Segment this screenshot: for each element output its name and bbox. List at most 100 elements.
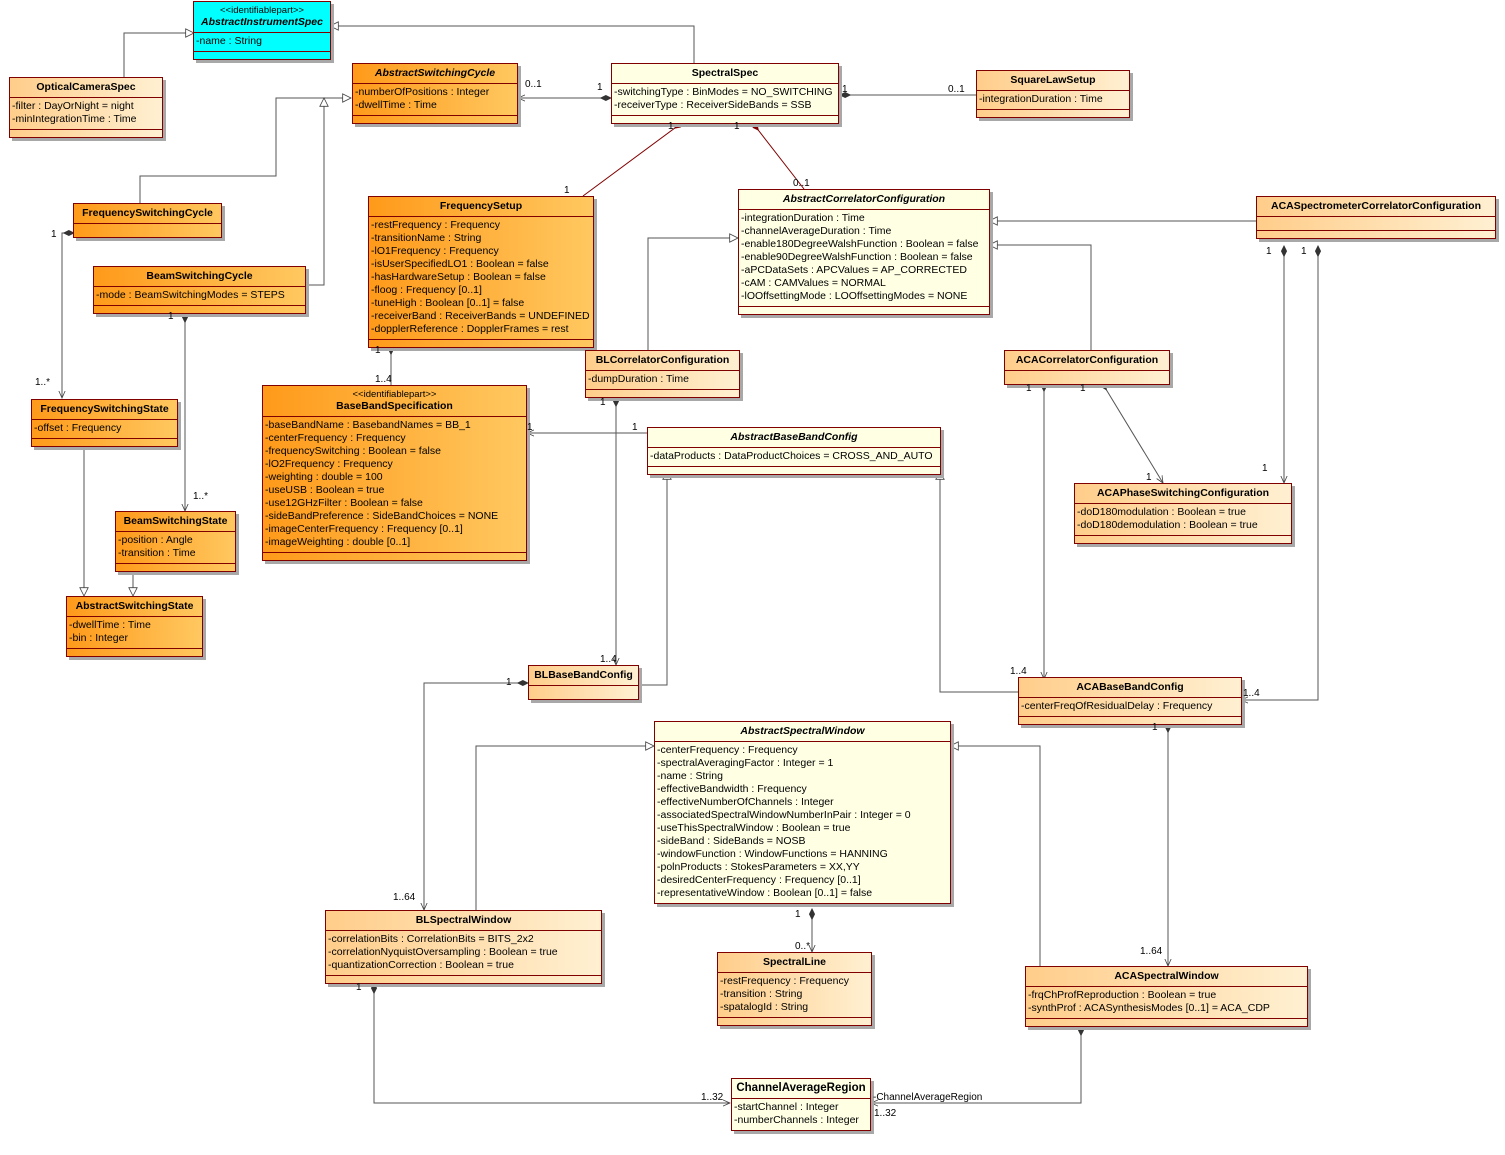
class-abstract-correlator-configuration[interactable]: AbstractCorrelatorConfiguration -integra…: [738, 189, 990, 315]
attribute: -centerFreqOfResidualDelay : Frequency: [1021, 700, 1213, 712]
attribute: -floog : Frequency [0..1]: [371, 284, 482, 296]
multiplicity-label: 1: [632, 422, 638, 433]
attribute: -restFrequency : Frequency: [371, 219, 500, 231]
multiplicity-label: 1: [1266, 246, 1272, 257]
assoc-ss-acc: [752, 122, 805, 190]
multiplicity-label: 1..4: [375, 374, 392, 385]
class-abstract-instrument-spec[interactable]: <<identifiablepart>>AbstractInstrumentSp…: [193, 1, 331, 60]
multiplicity-label: 1: [795, 909, 801, 920]
multiplicity-label: 1..4: [600, 654, 617, 665]
operations-compartment: [10, 129, 162, 137]
attribute: -imageCenterFrequency : Frequency [0..1]: [265, 523, 463, 535]
class-base-band-specification[interactable]: <<identifiablepart>>BaseBandSpecificatio…: [262, 385, 527, 561]
class-spectral-spec[interactable]: SpectralSpec -switchingType : BinModes =…: [611, 63, 839, 124]
class-aca-phase-switching-configuration[interactable]: ACAPhaseSwitchingConfiguration -doD180mo…: [1074, 483, 1292, 544]
attribute: -synthProf : ACASynthesisModes [0..1] = …: [1028, 1002, 1270, 1014]
class-name: FrequencySwitchingCycle: [82, 207, 213, 219]
operations-compartment: [32, 438, 177, 446]
attribute: -dataProducts : DataProductChoices = CRO…: [650, 450, 933, 462]
class-abstract-base-band-config[interactable]: AbstractBaseBandConfig -dataProducts : D…: [647, 427, 941, 475]
attribute: -receiverBand : ReceiverBands = UNDEFINE…: [371, 310, 590, 322]
multiplicity-label: 1..*: [35, 377, 51, 388]
operations-compartment: [977, 109, 1129, 117]
class-abstract-spectral-window[interactable]: AbstractSpectralWindow -centerFrequency …: [654, 721, 951, 904]
class-channel-average-region[interactable]: ChannelAverageRegion -startChannel : Int…: [731, 1078, 871, 1131]
class-bl-correlator-configuration[interactable]: BLCorrelatorConfiguration -dumpDuration …: [585, 350, 740, 398]
attribute: -aPCDataSets : APCValues = AP_CORRECTED: [741, 264, 967, 276]
class-name: AbstractInstrumentSpec: [201, 16, 323, 28]
assoc-ss-fs: [582, 122, 683, 197]
multiplicity-label: 0..1: [525, 79, 542, 90]
multiplicity-label: 1: [1026, 383, 1032, 394]
multiplicity-label: 1: [51, 229, 57, 240]
attribute: -offset : Frequency: [34, 422, 122, 434]
class-frequency-switching-cycle[interactable]: FrequencySwitchingCycle: [73, 203, 222, 238]
operations-compartment: [739, 306, 989, 314]
class-spectral-line[interactable]: SpectralLine -restFrequency : Frequency …: [717, 952, 872, 1026]
class-bl-base-band-config[interactable]: BLBaseBandConfig: [528, 665, 639, 700]
operations-compartment: [263, 552, 526, 560]
class-square-law-setup[interactable]: SquareLawSetup -integrationDuration : Ti…: [976, 70, 1130, 118]
class-name: AbstractSwitchingCycle: [374, 67, 496, 79]
attribute: -representativeWindow : Boolean [0..1] =…: [657, 887, 873, 899]
class-aca-correlator-configuration[interactable]: ACACorrelatorConfiguration: [1004, 350, 1170, 385]
class-name: BLSpectralWindow: [415, 914, 512, 926]
multiplicity-label: 1..32: [874, 1108, 897, 1119]
class-abstract-switching-state[interactable]: AbstractSwitchingState -dwellTime : Time…: [66, 596, 203, 657]
gen-acabbc: [940, 471, 1018, 693]
attribute: -minIntegrationTime : Time: [12, 113, 137, 125]
multiplicity-label: 1: [734, 121, 740, 132]
class-beam-switching-cycle[interactable]: BeamSwitchingCycle -mode : BeamSwitching…: [93, 266, 306, 314]
attribute: -baseBandName : BasebandNames = BB_1: [265, 419, 471, 431]
attribute: -name : String: [196, 35, 262, 47]
gen-acacc: [989, 245, 1092, 350]
multiplicity-label: 1: [668, 121, 674, 132]
attribute: -effectiveNumberOfChannels : Integer: [657, 796, 834, 808]
class-aca-base-band-config[interactable]: ACABaseBandConfig -centerFreqOfResidualD…: [1018, 677, 1242, 725]
attribute: -startChannel : Integer: [734, 1101, 839, 1113]
class-beam-switching-state[interactable]: BeamSwitchingState -position : Angle -tr…: [115, 511, 236, 572]
attribute: -numberOfPositions : Integer: [355, 86, 490, 98]
assoc-blbbc-blsw: [424, 683, 528, 910]
attribute: -dumpDuration : Time: [588, 373, 689, 385]
gen-blsw: [475, 746, 654, 910]
operations-compartment: [718, 1017, 871, 1025]
class-aca-spectrometer-correlator-configuration[interactable]: ACASpectrometerCorrelatorConfiguration: [1256, 196, 1496, 239]
multiplicity-label: 1: [597, 82, 603, 93]
attribute: -channelAverageDuration : Time: [741, 225, 892, 237]
attribute: -spectralAveragingFactor : Integer = 1: [657, 757, 834, 769]
class-optical-camera-spec[interactable]: OpticalCameraSpec -filter : DayOrNight =…: [9, 77, 163, 138]
class-name: AbstractSpectralWindow: [740, 725, 865, 737]
class-bl-spectral-window[interactable]: BLSpectralWindow -correlationBits : Corr…: [325, 910, 602, 984]
class-frequency-switching-state[interactable]: FrequencySwitchingState -offset : Freque…: [31, 399, 178, 447]
class-frequency-setup[interactable]: FrequencySetup -restFrequency : Frequenc…: [368, 196, 594, 348]
class-name: BLCorrelatorConfiguration: [595, 354, 730, 366]
attribute: -switchingType : BinModes = NO_SWITCHING: [614, 86, 833, 98]
attribute: -correlationNyquistOversampling : Boolea…: [328, 946, 558, 958]
class-name: ACABaseBandConfig: [1076, 681, 1184, 693]
attribute: -quantizationCorrection : Boolean = true: [328, 959, 514, 971]
attribute: -polnProducts : StokesParameters = XX,YY: [657, 861, 860, 873]
operations-compartment: [94, 305, 305, 313]
attribute: -doD180modulation : Boolean = true: [1077, 506, 1246, 518]
attribute: -dopplerReference : DopplerFrames = rest: [371, 323, 569, 335]
attribute: -enable180DegreeWalshFunction : Boolean …: [741, 238, 979, 250]
attribute: -sideBand : SideBands = NOSB: [657, 835, 806, 847]
multiplicity-label: 1: [842, 84, 848, 95]
multiplicity-label: 0..*: [795, 941, 811, 952]
class-aca-spectral-window[interactable]: ACASpectralWindow -frqChProfReproduction…: [1025, 966, 1308, 1027]
assoc-blsw-car: [374, 983, 730, 1103]
attribute: -dwellTime : Time: [69, 619, 151, 631]
gen-ocs: [123, 33, 194, 77]
multiplicity-label: 1: [375, 345, 381, 356]
operations-compartment: [1257, 230, 1495, 238]
attribute: -tuneHigh : Boolean [0..1] = false: [371, 297, 525, 309]
class-name: AbstractSwitchingState: [75, 600, 194, 612]
gen-ss: [330, 26, 695, 63]
multiplicity-label: 1..32: [701, 1092, 724, 1103]
attribute: -useThisSpectralWindow : Boolean = true: [657, 822, 851, 834]
class-abstract-switching-cycle[interactable]: AbstractSwitchingCycle -numberOfPosition…: [352, 63, 518, 124]
class-name: FrequencySetup: [439, 200, 523, 212]
multiplicity-label: 1: [506, 677, 512, 688]
attribute: -effectiveBandwidth : Frequency: [657, 783, 807, 795]
